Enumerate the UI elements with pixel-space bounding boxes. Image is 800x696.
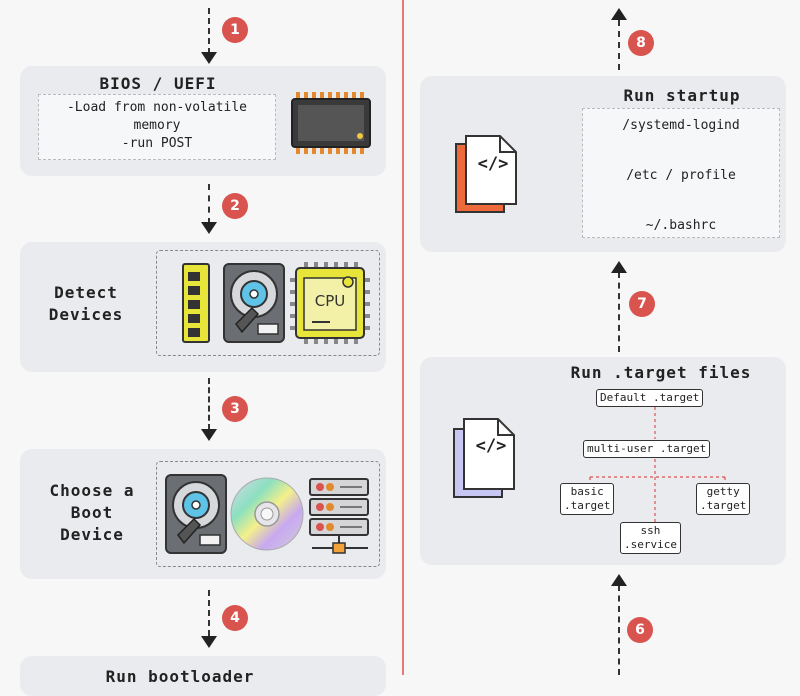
bios-card: BIOS / UEFI -Load from non-volatile memo… [20,66,386,176]
basic-target-line: basic [570,485,604,498]
connector-1 [208,8,210,54]
startup-items-box: /systemd-logind /etc / profile ~/.bashrc [582,108,780,238]
bios-title: BIOS / UEFI [99,74,217,93]
multi-user-target-box: multi-user .target [583,440,711,458]
choose-label-line: Boot [70,503,114,522]
getty-target-box: getty .target [696,483,751,515]
boot-device-icon-group [156,461,380,567]
hard-drive-icon [165,474,227,554]
devices-icon-group [156,250,380,356]
choose-boot-device-card: Choose a Boot Device [20,449,386,579]
getty-target-line: getty [706,485,740,498]
getty-target-line: .target [700,499,747,512]
step-badge-2: 2 [222,193,248,219]
ram-icon [182,263,210,343]
hard-drive-icon [223,263,285,343]
connector-8 [618,20,620,70]
startup-item: /etc / profile [626,168,736,183]
step-badge-6: 6 [627,617,653,643]
default-target-box: Default .target [596,389,704,407]
arrow-up-icon [611,574,627,586]
arrow-down-icon [201,52,217,64]
ssh-service-line: ssh [640,524,661,537]
cpu-label: CPU [314,292,346,310]
bios-desc: -Load from non-volatile memory -run POST [38,94,276,160]
step-badge-7: 7 [629,291,655,317]
step-badge-4: 4 [222,605,248,631]
arrow-down-icon [201,429,217,441]
connector-2 [208,184,210,224]
bios-desc-line: -run POST [121,136,193,151]
connector-4 [208,590,210,636]
arrow-up-icon [611,8,627,20]
detect-devices-card: Detect Devices CPU [20,242,386,372]
code-symbol: </> [475,436,507,456]
step-badge-3: 3 [222,396,248,422]
bios-desc-line: -Load from non-volatile [66,100,247,115]
connector-7 [618,272,620,352]
detect-label-line: Devices [48,305,124,324]
startup-item: ~/.bashrc [645,218,717,233]
startup-item: /systemd-logind [622,118,740,133]
step-badge-8: 8 [628,30,654,56]
run-target-card: </> Run .target files Default .target mu… [420,357,786,565]
bootloader-title: Run bootloader [105,667,255,686]
network-server-icon [309,478,369,554]
ssh-service-box: ssh .service [620,522,681,554]
code-file-icon [453,418,515,498]
choose-label-line: Choose a [49,481,135,500]
basic-target-line: .target [564,499,611,512]
startup-title: Run startup [623,86,741,105]
run-startup-card: </> Run startup /systemd-logind /etc / p… [420,76,786,252]
arrow-up-icon [611,261,627,273]
detect-devices-label: Detect Devices [30,282,142,326]
bootloader-card-partial: Run bootloader [20,656,386,696]
code-symbol: </> [477,154,509,174]
code-file-icon [455,135,517,213]
connector-6 [618,585,620,675]
bios-chip-icon [291,92,371,154]
cpu-icon [290,262,370,344]
ssh-service-line: .service [624,538,677,551]
connector-3 [208,378,210,430]
bios-desc-line: memory [133,118,181,133]
center-divider [402,0,404,675]
arrow-down-icon [201,636,217,648]
detect-label-line: Detect [54,283,118,302]
basic-target-box: basic .target [560,483,615,515]
step-badge-1: 1 [222,17,248,43]
optical-disc-icon [230,477,304,551]
choose-boot-device-label: Choose a Boot Device [28,480,156,546]
arrow-down-icon [201,222,217,234]
choose-label-line: Device [60,525,124,544]
targets-title: Run .target files [570,363,752,382]
